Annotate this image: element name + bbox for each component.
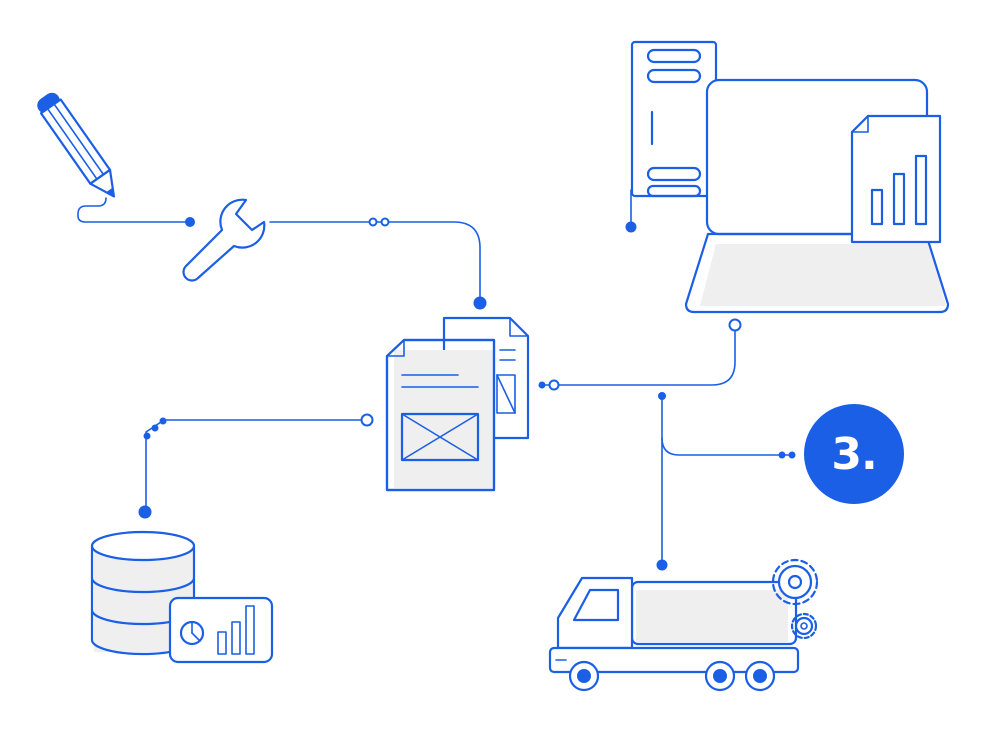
connector-dots — [138, 217, 796, 571]
documents-icon — [385, 316, 530, 492]
step-number-label: 3. — [831, 428, 877, 480]
gears-icon — [771, 558, 819, 640]
wrench-icon — [182, 198, 266, 282]
dashboard-chart-icon — [168, 596, 274, 664]
delivery-truck-icon — [548, 576, 800, 692]
pencil-icon — [37, 92, 116, 198]
server-tower-icon — [630, 40, 718, 198]
report-chart-icon — [850, 114, 942, 244]
step-number-badge: 3. — [804, 404, 904, 504]
